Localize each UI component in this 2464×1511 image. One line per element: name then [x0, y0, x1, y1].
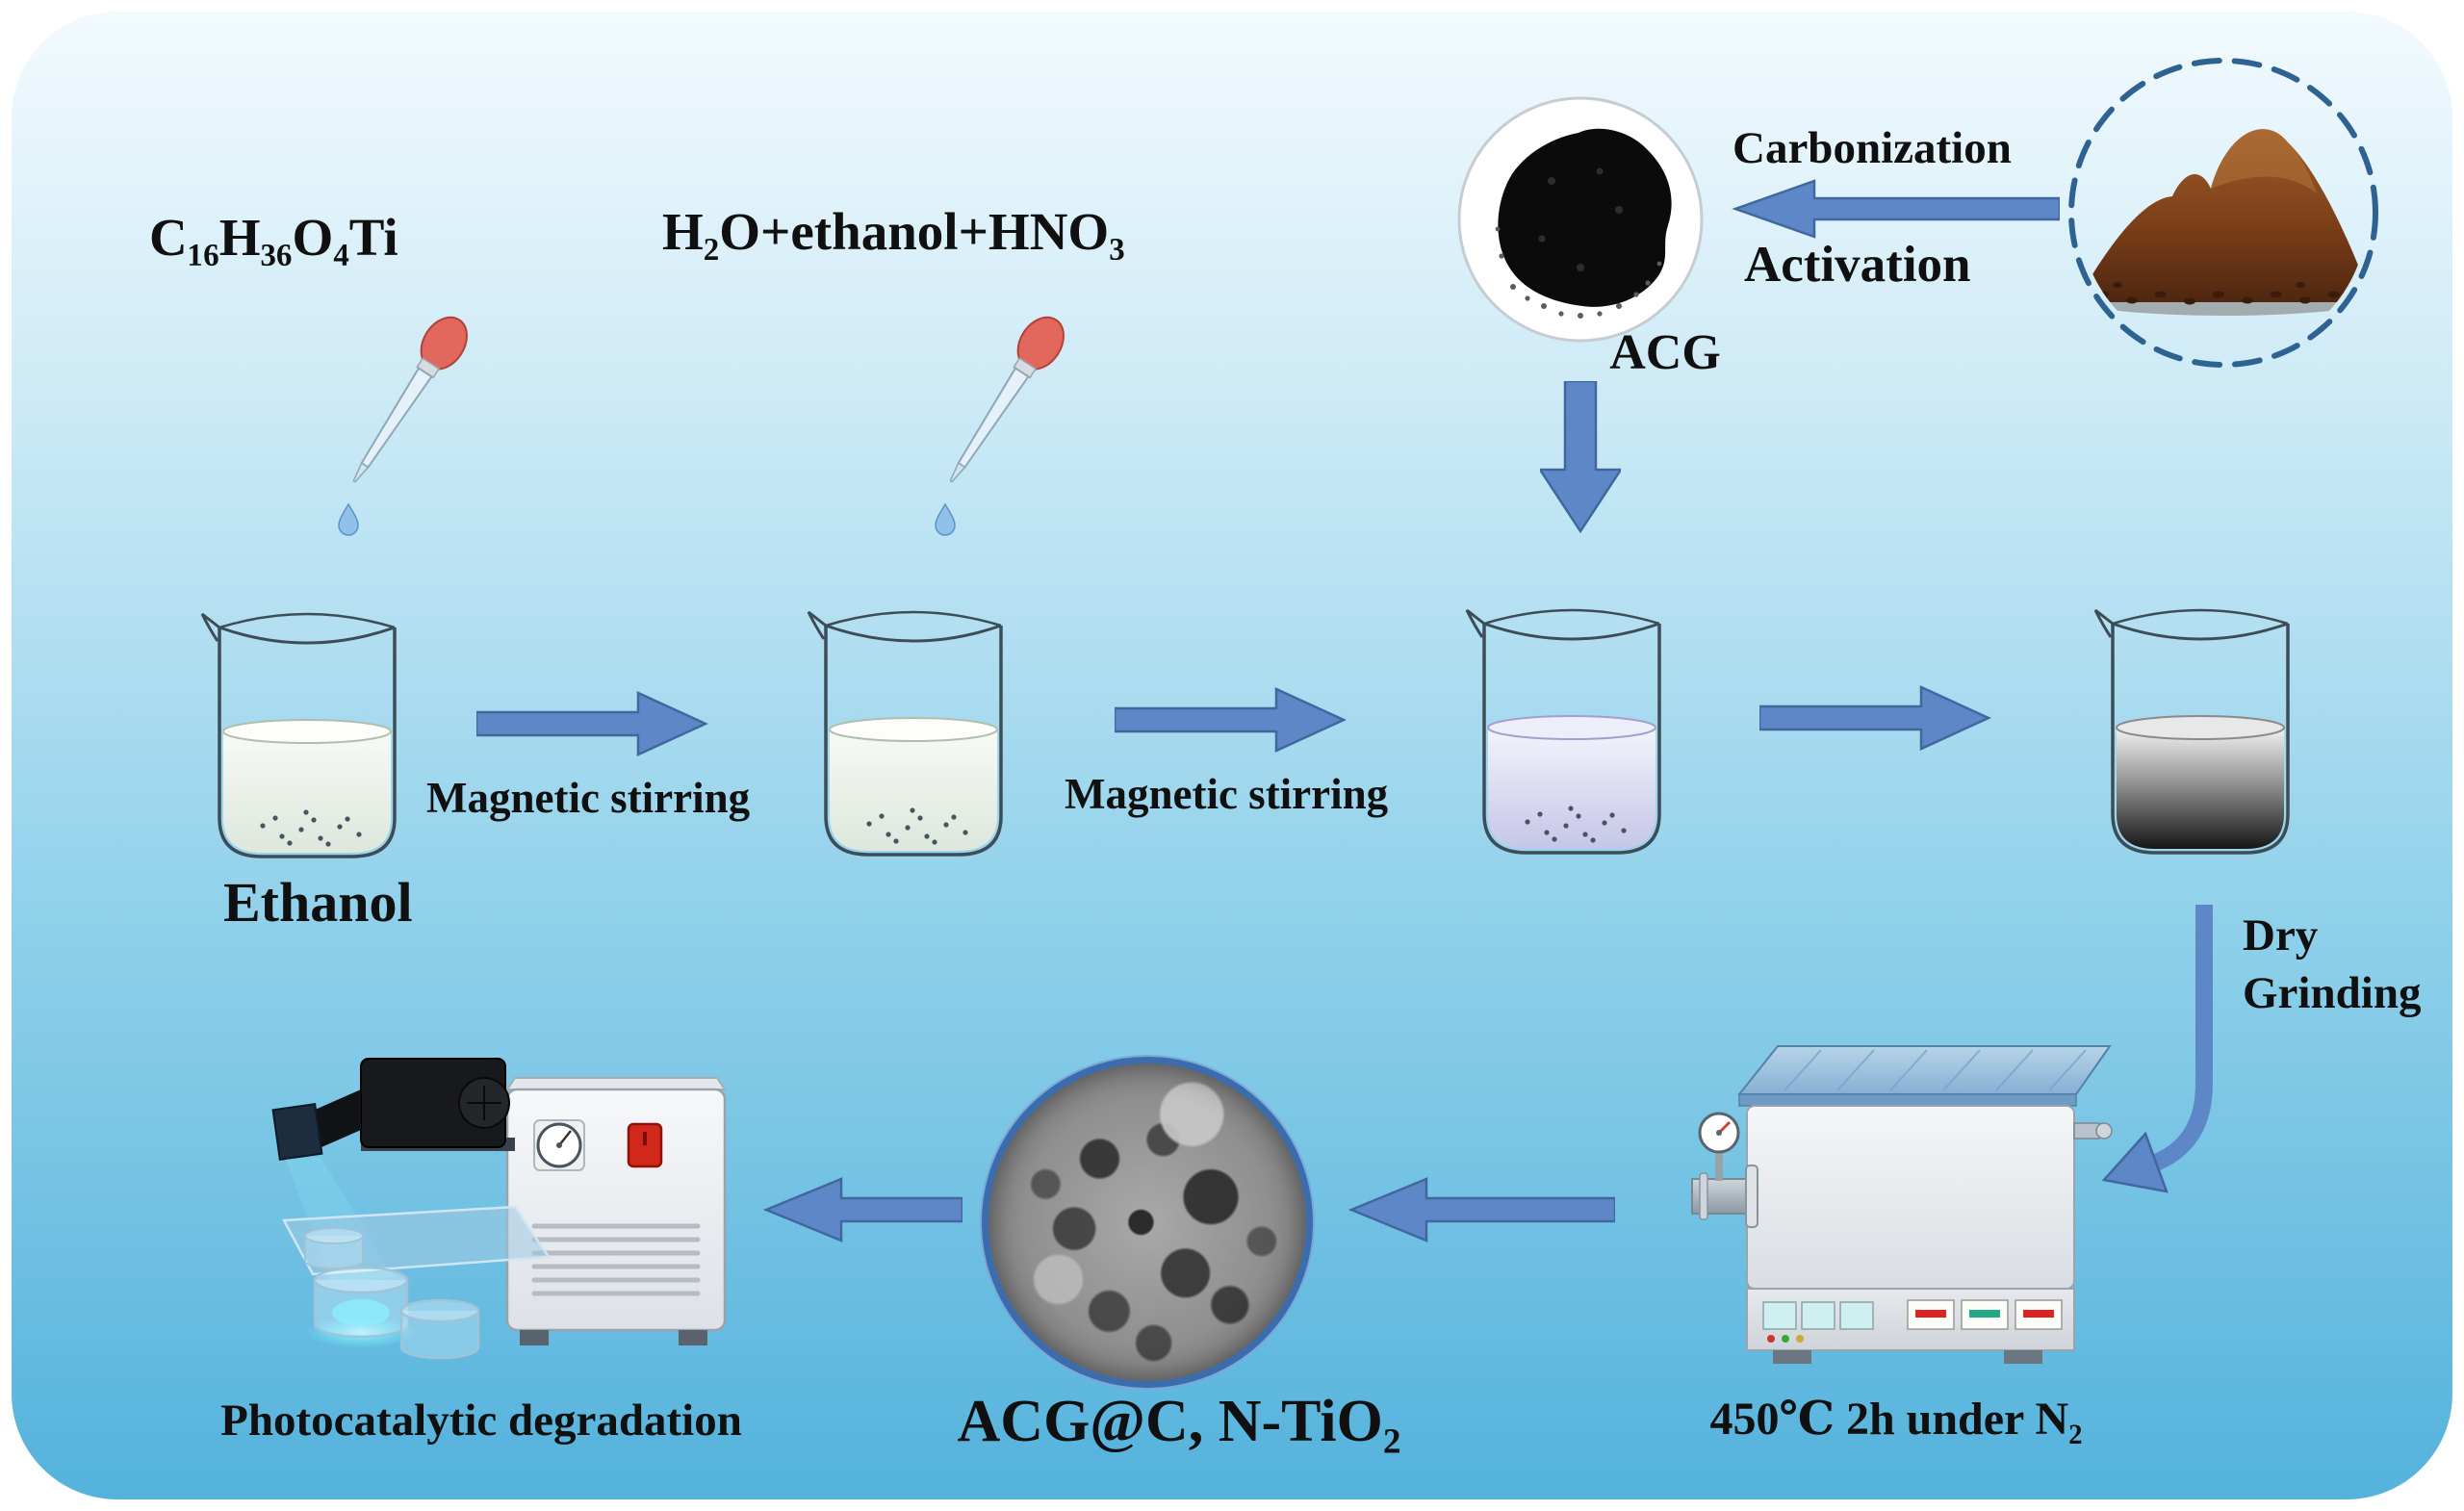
- dry-grinding-label-line1: Dry: [2243, 910, 2319, 960]
- beaker-ethanol: [200, 612, 397, 858]
- flow-arrow-icon: [1115, 687, 1348, 753]
- lid-grooves: [1784, 1049, 2087, 1091]
- filter-cube: [271, 1103, 323, 1161]
- glow-spot: [305, 1316, 417, 1348]
- magnetic-stirring-label-2: Magnetic stirring: [1065, 770, 1389, 818]
- application-label: Photocatalytic degradation: [220, 1396, 742, 1446]
- dropper-body: [949, 316, 1065, 483]
- glass-dish: [304, 1227, 364, 1269]
- dashed-circle-border: [2068, 58, 2378, 368]
- furnace-foot: [2004, 1350, 2042, 1364]
- ethanol-label: Ethanol: [223, 871, 413, 934]
- glass-dish: [399, 1298, 480, 1360]
- dropper-icon: [338, 316, 468, 536]
- liquid-drop-icon: [338, 502, 359, 536]
- dropper-body: [352, 316, 468, 483]
- flow-arrow-left-icon: [1348, 1177, 1615, 1242]
- acid-mixture-label: H₂O+ethanol+HNO₃: [662, 202, 1125, 261]
- furnace-condition-label: 450℃ 2h under N₂: [1709, 1394, 2083, 1445]
- furnace-body: [1746, 1105, 2075, 1290]
- glass-dish: [313, 1266, 409, 1339]
- powder-texture: [1538, 167, 1623, 271]
- carbonization-label: Carbonization: [1732, 123, 2012, 173]
- coffee-grounds-image: [2068, 58, 2378, 368]
- tube-furnace-illustration: [1691, 1045, 2113, 1364]
- photoreactor-illustration: [271, 1058, 727, 1360]
- beaker-acg-suspension: [1465, 608, 1661, 855]
- acg-down-arrow-icon: [1540, 381, 1621, 533]
- dropper-icon: [935, 316, 1065, 536]
- flow-arrow-left-icon: [762, 1177, 962, 1242]
- tube-flange: [1745, 1165, 1758, 1228]
- cabinet-top: [505, 1077, 727, 1090]
- product-label: ACG@C, N-TiO₂: [957, 1389, 1401, 1454]
- acg-label: ACG: [1609, 325, 1721, 380]
- panel-displays: [1762, 1299, 2063, 1343]
- titanium-precursor-label: C₁₆H₃₆O₄Ti: [149, 208, 398, 267]
- gauge-stem: [1715, 1150, 1723, 1181]
- flow-arrow-icon: [476, 691, 709, 756]
- beaker-dark-suspension: [2093, 608, 2290, 855]
- cabinet-vents: [531, 1223, 701, 1296]
- sem-product-image: [982, 1057, 1313, 1388]
- dry-grinding-arrow-icon: [2101, 905, 2213, 1193]
- lens-barrel: [313, 1089, 361, 1151]
- coffee-pile: [2079, 129, 2368, 316]
- activation-label: Activation: [1744, 237, 1971, 293]
- magnetic-stirring-label-1: Magnetic stirring: [426, 774, 751, 822]
- liquid-drop-icon: [935, 502, 956, 536]
- furnace-foot: [1773, 1350, 1811, 1364]
- glass-stage: [281, 1205, 552, 1276]
- flow-arrow-icon: [1759, 685, 1992, 751]
- beaker-mixture: [807, 610, 1003, 857]
- powder-speckles: [1495, 226, 1662, 319]
- black-powder-blob: [1498, 128, 1672, 307]
- carbonization-arrow-icon: [1732, 179, 2060, 239]
- dry-grinding-label-line2: Grinding: [2243, 968, 2422, 1018]
- acg-powder-image: [1457, 96, 1704, 343]
